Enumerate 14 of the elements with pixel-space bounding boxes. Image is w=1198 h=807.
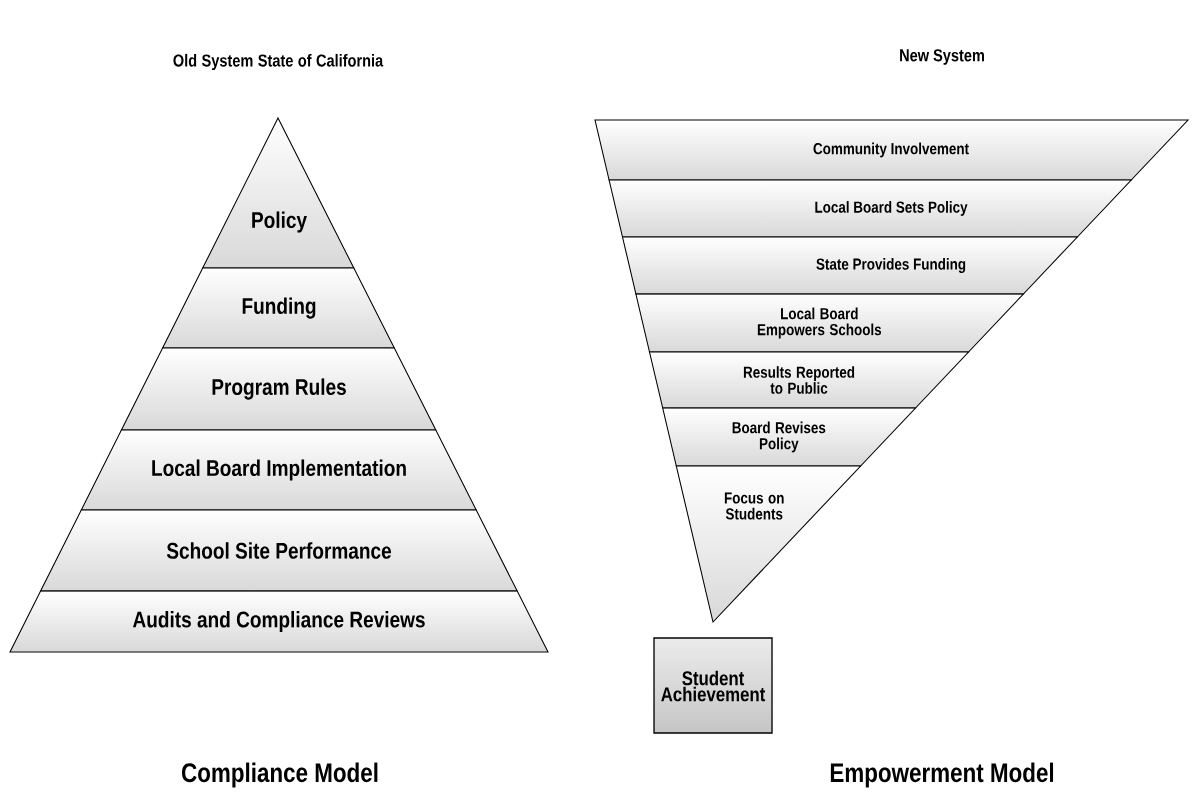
pyramid-layer: Community Involvement xyxy=(594,119,1190,181)
heading: Old System State of California xyxy=(173,53,384,71)
pyramid-layer: Board Revises Policy xyxy=(662,407,917,467)
pyramid-layer: State Provides Funding xyxy=(621,236,1079,295)
model-title: Compliance Model xyxy=(182,762,378,788)
pyramid-layer: Local Board Implementation xyxy=(80,429,478,511)
heading: New System xyxy=(900,49,984,65)
pyramid-layer: Local Board Sets Policy xyxy=(608,179,1133,238)
pyramid-layer: Results Reported to Public xyxy=(648,351,970,409)
pyramid-layer: Program Rules xyxy=(120,347,437,431)
result-box: Student Achievement xyxy=(653,637,773,734)
pyramid-layer: Audits and Compliance Reviews xyxy=(9,590,549,653)
pyramid-layer: Local Board Empowers Schools xyxy=(635,293,1025,353)
model-title: Empowerment Model xyxy=(830,762,1054,788)
